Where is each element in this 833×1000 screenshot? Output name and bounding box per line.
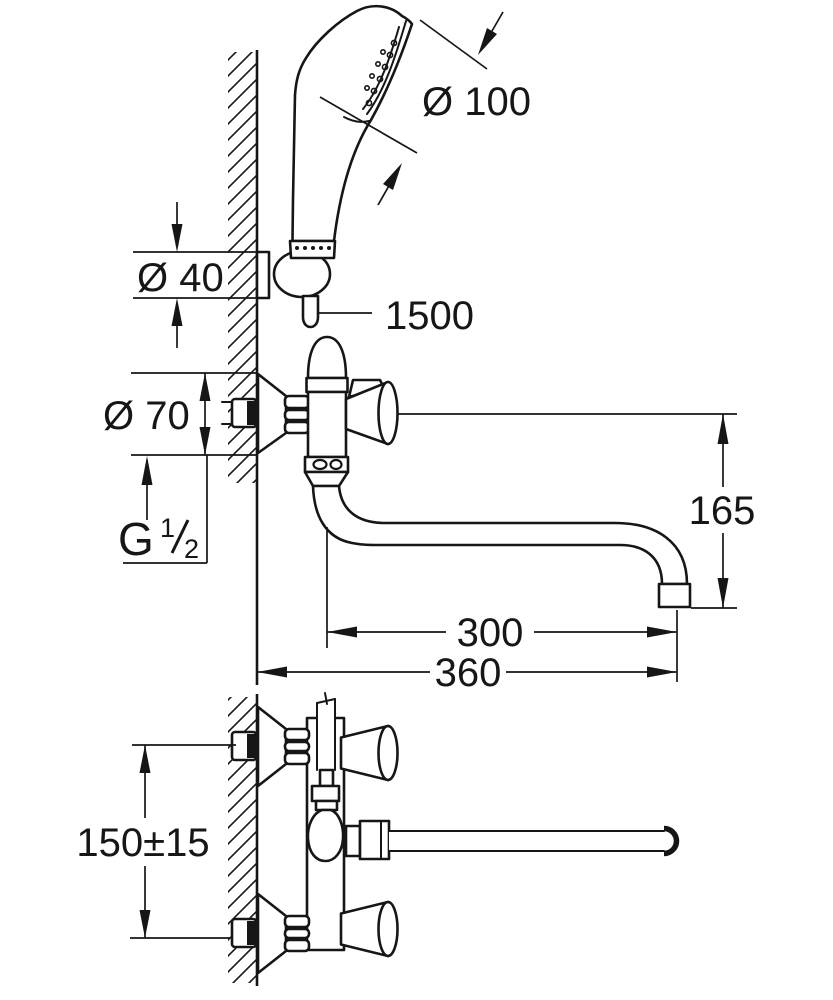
- shower-hose-plan: [310, 692, 341, 812]
- dimension-arrow: [327, 626, 357, 638]
- dimension-label: 360: [435, 651, 502, 695]
- extension-line: [419, 19, 488, 70]
- hose-nut-band: [314, 799, 339, 812]
- handle-cap: [377, 380, 399, 446]
- hose-neck: [318, 768, 335, 788]
- spout-connector-neck: [344, 824, 362, 858]
- dimension-label: 300: [457, 611, 524, 655]
- union-nut: [283, 394, 311, 435]
- thread-denominator: 2: [184, 534, 199, 564]
- dimension-arrow: [717, 414, 729, 444]
- inlet-nut-shadow: [247, 921, 255, 945]
- spray-face-rim: [366, 20, 407, 115]
- dimension-hose-length: 1500: [319, 294, 474, 338]
- diverter-ring: [305, 376, 349, 394]
- union-nut-ring: [283, 420, 311, 435]
- dimension-label: 1500: [385, 294, 474, 338]
- hose-break-tick: [324, 692, 328, 705]
- aerator: [657, 582, 692, 609]
- dimension-arrow: [257, 666, 287, 678]
- neck-crease: [343, 116, 370, 123]
- thread-fraction-slash: [170, 519, 190, 554]
- escutcheon-cone: [256, 372, 288, 455]
- inlet-connection: [221, 397, 258, 429]
- handle-plan-bottom: [339, 900, 399, 958]
- holder-wall-flange: [255, 250, 271, 300]
- dimension-arrow: [139, 910, 151, 938]
- shower-hose-stub: [301, 294, 320, 329]
- dimension-label: Ø 100: [422, 80, 531, 124]
- dimension-arrow: [647, 666, 677, 678]
- dimension-arrow: [171, 224, 183, 252]
- spout-taper: [303, 470, 350, 488]
- spout-tip-cap: [663, 825, 680, 857]
- union-nut-ring: [283, 751, 311, 766]
- dimension-spout-reach: 300: [326, 527, 678, 682]
- handle-cap: [377, 724, 399, 782]
- dimension-label: 150±15: [76, 821, 209, 865]
- spout-plan: [344, 819, 680, 861]
- dimension-arrow: [383, 163, 402, 190]
- upper-view: Ø 100 Ø 40 1500 Ø 70: [103, 4, 756, 695]
- dimension-arrow: [141, 456, 153, 485]
- dimension-holder-diameter: Ø 40: [133, 202, 257, 348]
- shower-holder: [255, 249, 332, 329]
- body-column: [306, 390, 348, 459]
- dimension-label: Ø 40: [137, 256, 224, 300]
- handle-cap: [377, 900, 399, 958]
- thread-size-callout: G 1 2: [118, 455, 208, 565]
- spout-ball-joint: [306, 808, 345, 863]
- hand-shower: [288, 4, 414, 260]
- handle-plan-top: [339, 724, 399, 782]
- dimension-arrow: [478, 28, 497, 55]
- dimension-arrow: [199, 373, 211, 401]
- mixer-body: [303, 335, 350, 488]
- handle-side-view: [344, 378, 399, 446]
- plan-view: 150±15: [76, 692, 680, 986]
- dimension-arrow: [139, 745, 151, 773]
- thread-label-g: G: [118, 513, 154, 565]
- hand-grip-band: [288, 239, 337, 260]
- dimension-arrow: [717, 578, 729, 608]
- shower-head-outline: [291, 4, 414, 243]
- union-nut-ring: [283, 938, 311, 953]
- inlet-nut-shadow: [247, 734, 255, 758]
- knurled-hose-nut: [310, 784, 341, 803]
- union-nut-ring: [283, 394, 311, 410]
- dimension-escutcheon-diameter: Ø 70: [103, 372, 258, 456]
- union-nut-ring: [283, 727, 311, 742]
- diverter-dome-cap: [306, 335, 348, 380]
- escutcheon-cone: [256, 892, 288, 975]
- inlet-union-top: [230, 705, 311, 788]
- spray-face-inner-rim: [362, 26, 400, 110]
- collar-detail: [312, 458, 328, 471]
- union-nut-ring: [283, 740, 311, 753]
- dimension-arrow: [171, 298, 183, 326]
- extension-line: [319, 96, 418, 154]
- collar-detail: [329, 458, 343, 471]
- spray-nozzles: [363, 39, 398, 107]
- spout: [311, 484, 689, 586]
- dimension-label: 165: [689, 489, 756, 533]
- union-nut-ring: [283, 914, 311, 929]
- dimension-arrow: [199, 427, 211, 455]
- inlet-nut-shadow: [247, 401, 255, 425]
- dimension-inlet-centres: 150±15: [76, 744, 236, 939]
- union-nut-ring: [283, 408, 311, 422]
- escutcheon-cone: [256, 705, 288, 788]
- inlet-union-bottom: [230, 892, 311, 975]
- dimension-label: Ø 70: [103, 394, 190, 438]
- dimension-overall-reach: 360: [257, 651, 677, 695]
- union-nut-ring: [283, 927, 311, 940]
- dimension-shower-head-diameter: Ø 100: [319, 11, 531, 206]
- thread-numerator: 1: [160, 513, 175, 543]
- dimension-arrow: [647, 626, 677, 638]
- dimension-spout-drop: 165: [397, 413, 756, 609]
- spout-connector-nut: [358, 819, 391, 861]
